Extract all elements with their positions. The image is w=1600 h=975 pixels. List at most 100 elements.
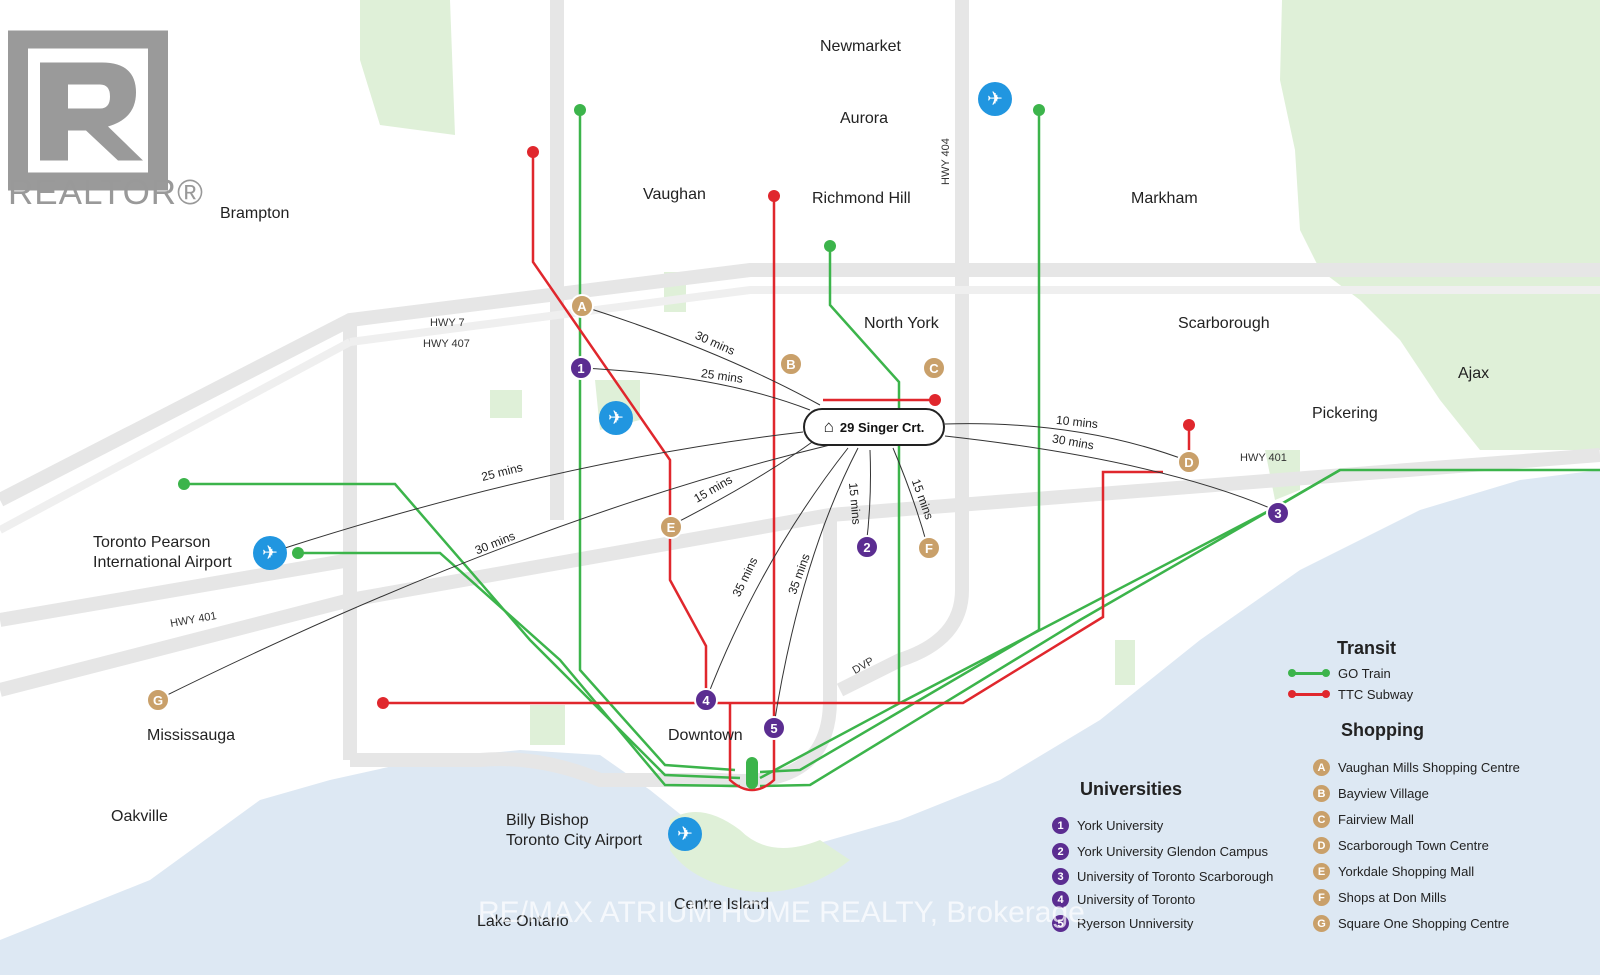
label-vaughan: Vaughan: [643, 186, 706, 203]
airplane-icon: ✈: [978, 82, 1012, 116]
go-train-lines: [184, 110, 1600, 788]
go-endpoints: [178, 104, 1045, 559]
go-train-label: GO Train: [1338, 666, 1391, 681]
legend-university-item: 3 University of Toronto Scarborough: [1052, 868, 1273, 885]
shopping-name: Shops at Don Mills: [1338, 890, 1447, 905]
legend-shopping-item: B Bayview Village: [1313, 785, 1429, 802]
travel-time-connectors: [156, 305, 1278, 726]
label-downtown: Downtown: [668, 727, 743, 744]
university-badge: 4: [1052, 891, 1069, 908]
university-marker-2[interactable]: 2: [855, 535, 879, 559]
shopping-badge: C: [1313, 811, 1330, 828]
label-hwy-401-east: HWY 401: [1240, 452, 1287, 464]
ttc-subway-swatch: [1288, 690, 1330, 698]
legend-university-item: 2 York University Glendon Campus: [1052, 843, 1268, 860]
label-ajax: Ajax: [1458, 365, 1490, 382]
university-badge: 3: [1052, 868, 1069, 885]
label-richmond-hill: Richmond Hill: [812, 190, 911, 207]
label-markham: Markham: [1131, 190, 1198, 207]
green-space-north: [360, 0, 455, 135]
university-marker-1[interactable]: 1: [569, 356, 593, 380]
university-marker-5[interactable]: 5: [762, 716, 786, 740]
shopping-marker-f[interactable]: F: [917, 536, 941, 560]
legend-ttc-subway: TTC Subway: [1288, 687, 1414, 702]
legend-shopping-item: C Fairview Mall: [1313, 811, 1414, 828]
airplane-icon: ✈: [599, 401, 633, 435]
label-hwy-7: HWY 7: [430, 317, 465, 329]
shopping-legend-title: Shopping: [1341, 720, 1424, 740]
shopping-badge: D: [1313, 837, 1330, 854]
realtor-logo: [8, 30, 168, 191]
shopping-name: Square One Shopping Centre: [1338, 916, 1510, 931]
shopping-marker-b[interactable]: B: [779, 352, 803, 376]
green-space-patch-1: [490, 390, 522, 418]
label-north-york: North York: [864, 315, 939, 332]
university-marker-4[interactable]: 4: [694, 688, 718, 712]
go-line-kitchener: [184, 482, 741, 780]
label-hwy-404: HWY 404: [940, 138, 952, 185]
go-line-stouffville: [759, 110, 1041, 774]
label-billy-bishop-airport: Billy Bishop Toronto City Airport: [506, 812, 643, 849]
label-brampton: Brampton: [220, 205, 290, 222]
legend-university-item: 4 University of Toronto: [1052, 891, 1195, 908]
airplane-icon: ✈: [253, 536, 287, 570]
label-centre-island: Centre Island: [674, 896, 770, 913]
lake-ontario-water: [0, 470, 1600, 975]
green-space-patch-4: [530, 705, 565, 745]
brokerage-watermark: RE/MAX ATRIUM HOME REALTY, Brokerage: [478, 896, 1085, 929]
shopping-marker-d[interactable]: D: [1177, 450, 1201, 474]
legend-university-item: 5 Ryerson Unniversity: [1052, 915, 1193, 932]
toronto-islands: [670, 812, 850, 892]
university-name: York University: [1077, 818, 1164, 833]
transit-legend-title: Transit: [1337, 638, 1397, 658]
university-name: York University Glendon Campus: [1077, 844, 1268, 859]
go-line-richmond-hill: [828, 246, 901, 703]
shopping-name: Yorkdale Shopping Mall: [1338, 864, 1475, 879]
shopping-badge: E: [1313, 863, 1330, 880]
university-badge: 2: [1052, 843, 1069, 860]
union-station-marker: [746, 757, 758, 789]
go-train-swatch: [1288, 669, 1330, 677]
home-address: 29 Singer Crt.: [839, 419, 925, 435]
shopping-marker-a[interactable]: A: [570, 294, 594, 318]
university-marker-3[interactable]: 3: [1266, 501, 1290, 525]
label-aurora: Aurora: [840, 110, 889, 127]
ttc-subway-label: TTC Subway: [1338, 687, 1414, 702]
shopping-badge: B: [1313, 785, 1330, 802]
shopping-badge: A: [1313, 759, 1330, 776]
shopping-marker-c[interactable]: C: [922, 356, 946, 380]
university-name: University of Toronto Scarborough: [1077, 869, 1274, 884]
shopping-marker-g[interactable]: G: [146, 688, 170, 712]
shopping-marker-e[interactable]: E: [659, 515, 683, 539]
green-space-patch-5: [1115, 640, 1135, 685]
home-location-marker[interactable]: ⌂ 29 Singer Crt.: [803, 408, 945, 446]
university-badge: 5: [1052, 915, 1069, 932]
go-line-milton: [298, 551, 741, 788]
label-lake-ontario: Lake Ontario: [477, 913, 569, 930]
go-line-barrie: [578, 110, 736, 772]
label-oakville: Oakville: [111, 808, 168, 825]
ttc-endpoints: [377, 146, 1195, 709]
go-line-lakeshore: [759, 468, 1600, 788]
legend-shopping-item: E Yorkdale Shopping Mall: [1313, 863, 1474, 880]
university-name: Ryerson Unniversity: [1077, 916, 1194, 931]
university-name: University of Toronto: [1077, 892, 1196, 907]
green-space-northeast: [1280, 0, 1600, 450]
label-hwy-407: HWY 407: [423, 338, 470, 350]
shopping-name: Fairview Mall: [1338, 812, 1414, 827]
realtor-wordmark: REALTOR®: [8, 173, 204, 212]
airplane-icon: ✈: [668, 817, 702, 851]
universities-legend-title: Universities: [1080, 779, 1183, 799]
legend-go-train: GO Train: [1288, 666, 1391, 681]
subway-line-2: [383, 470, 1163, 705]
shopping-badge: G: [1313, 915, 1330, 932]
label-scarborough: Scarborough: [1178, 315, 1270, 332]
shopping-name: Bayview Village: [1338, 786, 1429, 801]
road-network: [0, 0, 1600, 788]
